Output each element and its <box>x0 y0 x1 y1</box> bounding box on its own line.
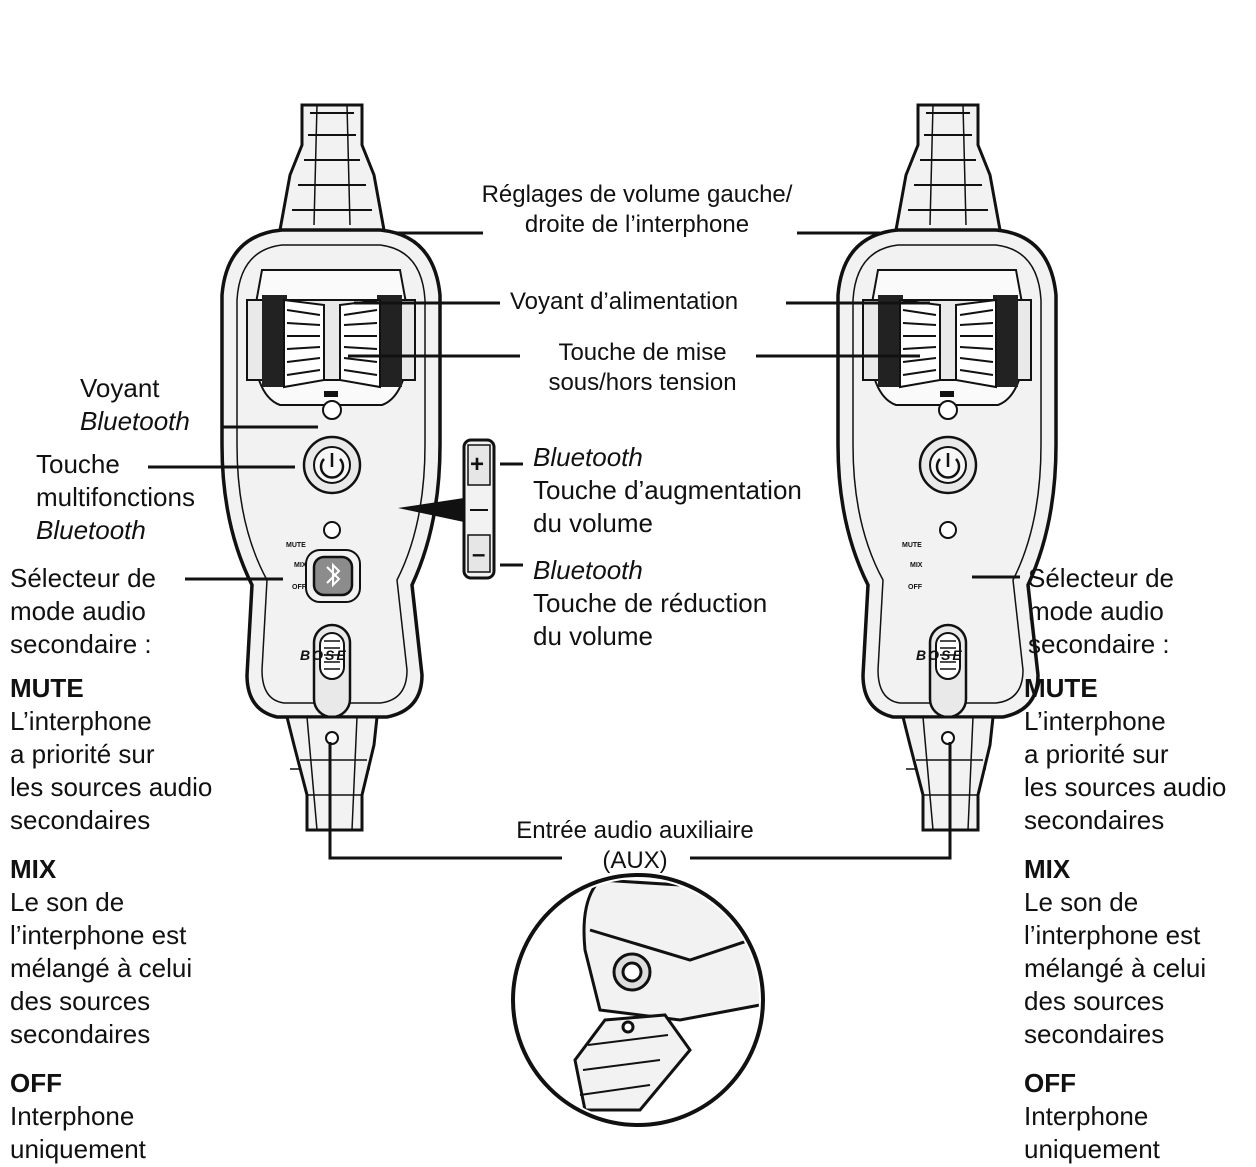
label-bluetooth-button-line3: Bluetooth <box>36 515 146 545</box>
mode-line: L’interphone <box>1024 706 1166 736</box>
label-selector-right: Sélecteur de mode audio secondaire : <box>1028 562 1174 661</box>
label-bluetooth-led-line2: Bluetooth <box>80 406 190 436</box>
mode-line: a priorité sur <box>10 739 155 769</box>
label-power-led: Voyant d’alimentation <box>510 288 739 315</box>
label-volume-down-line2: Touche de réduction <box>533 588 768 618</box>
label-selector-right-line2: mode audio <box>1028 596 1164 626</box>
label-power-button-line1: Touche de mise <box>558 339 727 366</box>
label-intercom-volume-line1: Réglages de volume gauche/ <box>481 181 793 208</box>
label-aux-input-line1: Entrée audio auxiliaire <box>516 817 754 844</box>
label-intercom-volume-line2: droite de l’interphone <box>524 211 750 238</box>
mode-line: l’interphone est <box>10 920 187 950</box>
label-bluetooth-led: Voyant Bluetooth <box>80 372 190 438</box>
left-controller <box>220 103 442 832</box>
label-bluetooth-button-line2: multifonctions <box>36 482 195 512</box>
mode-mute-right: MUTE L’interphone a priorité sur les sou… <box>1024 672 1226 837</box>
mode-title: OFF <box>10 1068 62 1098</box>
mode-line: les sources audio <box>1024 772 1227 802</box>
volume-buttons-detail <box>398 438 496 580</box>
switch-label-mix: MIX <box>294 562 307 569</box>
label-aux-input-line2: (AUX) <box>602 847 668 874</box>
mode-line: uniquement <box>10 1134 146 1164</box>
mode-line: des sources <box>1024 986 1165 1016</box>
mode-line: des sources <box>10 986 151 1016</box>
mode-mute-left: MUTE L’interphone a priorité sur les sou… <box>10 672 212 837</box>
mode-line: a priorité sur <box>1024 739 1169 769</box>
label-volume-up: Bluetooth Touche d’augmentation du volum… <box>533 441 802 540</box>
mode-off-left: OFF Interphone uniquement <box>10 1067 146 1166</box>
label-power-button-line2: sous/hors tension <box>548 369 737 396</box>
volume-up-symbol: + <box>470 451 484 478</box>
label-selector-left-line3: secondaire : <box>10 629 152 659</box>
mode-line: L’interphone <box>10 706 152 736</box>
mode-title: OFF <box>1024 1068 1076 1098</box>
mode-line: secondaires <box>10 1019 151 1049</box>
mode-title: MIX <box>10 854 57 884</box>
switch-label-mute: MUTE <box>286 542 306 549</box>
volume-down-symbol: – <box>472 541 485 568</box>
label-selector-left-line1: Sélecteur de <box>10 563 156 593</box>
aux-input-detail <box>511 873 765 1127</box>
mode-line: Le son de <box>10 887 125 917</box>
mode-line: les sources audio <box>10 772 213 802</box>
label-bluetooth-button: Touche multifonctions Bluetooth <box>36 448 195 547</box>
logo-right: BOSE <box>916 647 964 663</box>
mode-title: MUTE <box>10 673 84 703</box>
mode-mix-right: MIX Le son de l’interphone est mélangé à… <box>1024 853 1206 1051</box>
mode-line: mélangé à celui <box>1024 953 1207 983</box>
label-volume-down-line3: du volume <box>533 621 653 651</box>
label-volume-down-line1: Bluetooth <box>533 555 643 585</box>
mode-title: MUTE <box>1024 673 1098 703</box>
mode-mix-left: MIX Le son de l’interphone est mélangé à… <box>10 853 192 1051</box>
mode-line: secondaires <box>1024 1019 1165 1049</box>
mode-line: mélangé à celui <box>10 953 193 983</box>
label-volume-up-line3: du volume <box>533 508 653 538</box>
mode-line: l’interphone est <box>1024 920 1201 950</box>
label-bluetooth-button-line1: Touche <box>36 449 120 479</box>
mode-line: Interphone <box>10 1101 135 1131</box>
label-power-button: Touche de mise sous/hors tension <box>520 338 765 398</box>
mode-line: secondaires <box>10 805 151 835</box>
logo-left: BOSE <box>300 647 348 663</box>
switch-label-off-right: OFF <box>908 584 923 591</box>
switch-label-off: OFF <box>292 584 307 591</box>
mode-line: uniquement <box>1024 1134 1160 1164</box>
label-volume-down: Bluetooth Touche de réduction du volume <box>533 554 767 653</box>
switch-label-mute-right: MUTE <box>902 542 922 549</box>
mode-title: MIX <box>1024 854 1071 884</box>
label-bluetooth-led-line1: Voyant <box>80 373 160 403</box>
mode-off-right: OFF Interphone uniquement <box>1024 1067 1160 1166</box>
switch-label-mix-right: MIX <box>910 562 923 569</box>
label-volume-up-line2: Touche d’augmentation <box>533 475 802 505</box>
label-volume-up-line1: Bluetooth <box>533 442 643 472</box>
mode-line: Le son de <box>1024 887 1139 917</box>
label-intercom-volume: Réglages de volume gauche/ droite de l’i… <box>452 180 822 240</box>
label-aux-input: Entrée audio auxiliaire (AUX) <box>490 816 780 876</box>
label-selector-right-line1: Sélecteur de <box>1028 563 1174 593</box>
mode-line: Interphone <box>1024 1101 1149 1131</box>
label-selector-left-line2: mode audio <box>10 596 146 626</box>
label-selector-right-line3: secondaire : <box>1028 629 1170 659</box>
mode-line: secondaires <box>1024 805 1165 835</box>
label-selector-left: Sélecteur de mode audio secondaire : <box>10 562 156 661</box>
